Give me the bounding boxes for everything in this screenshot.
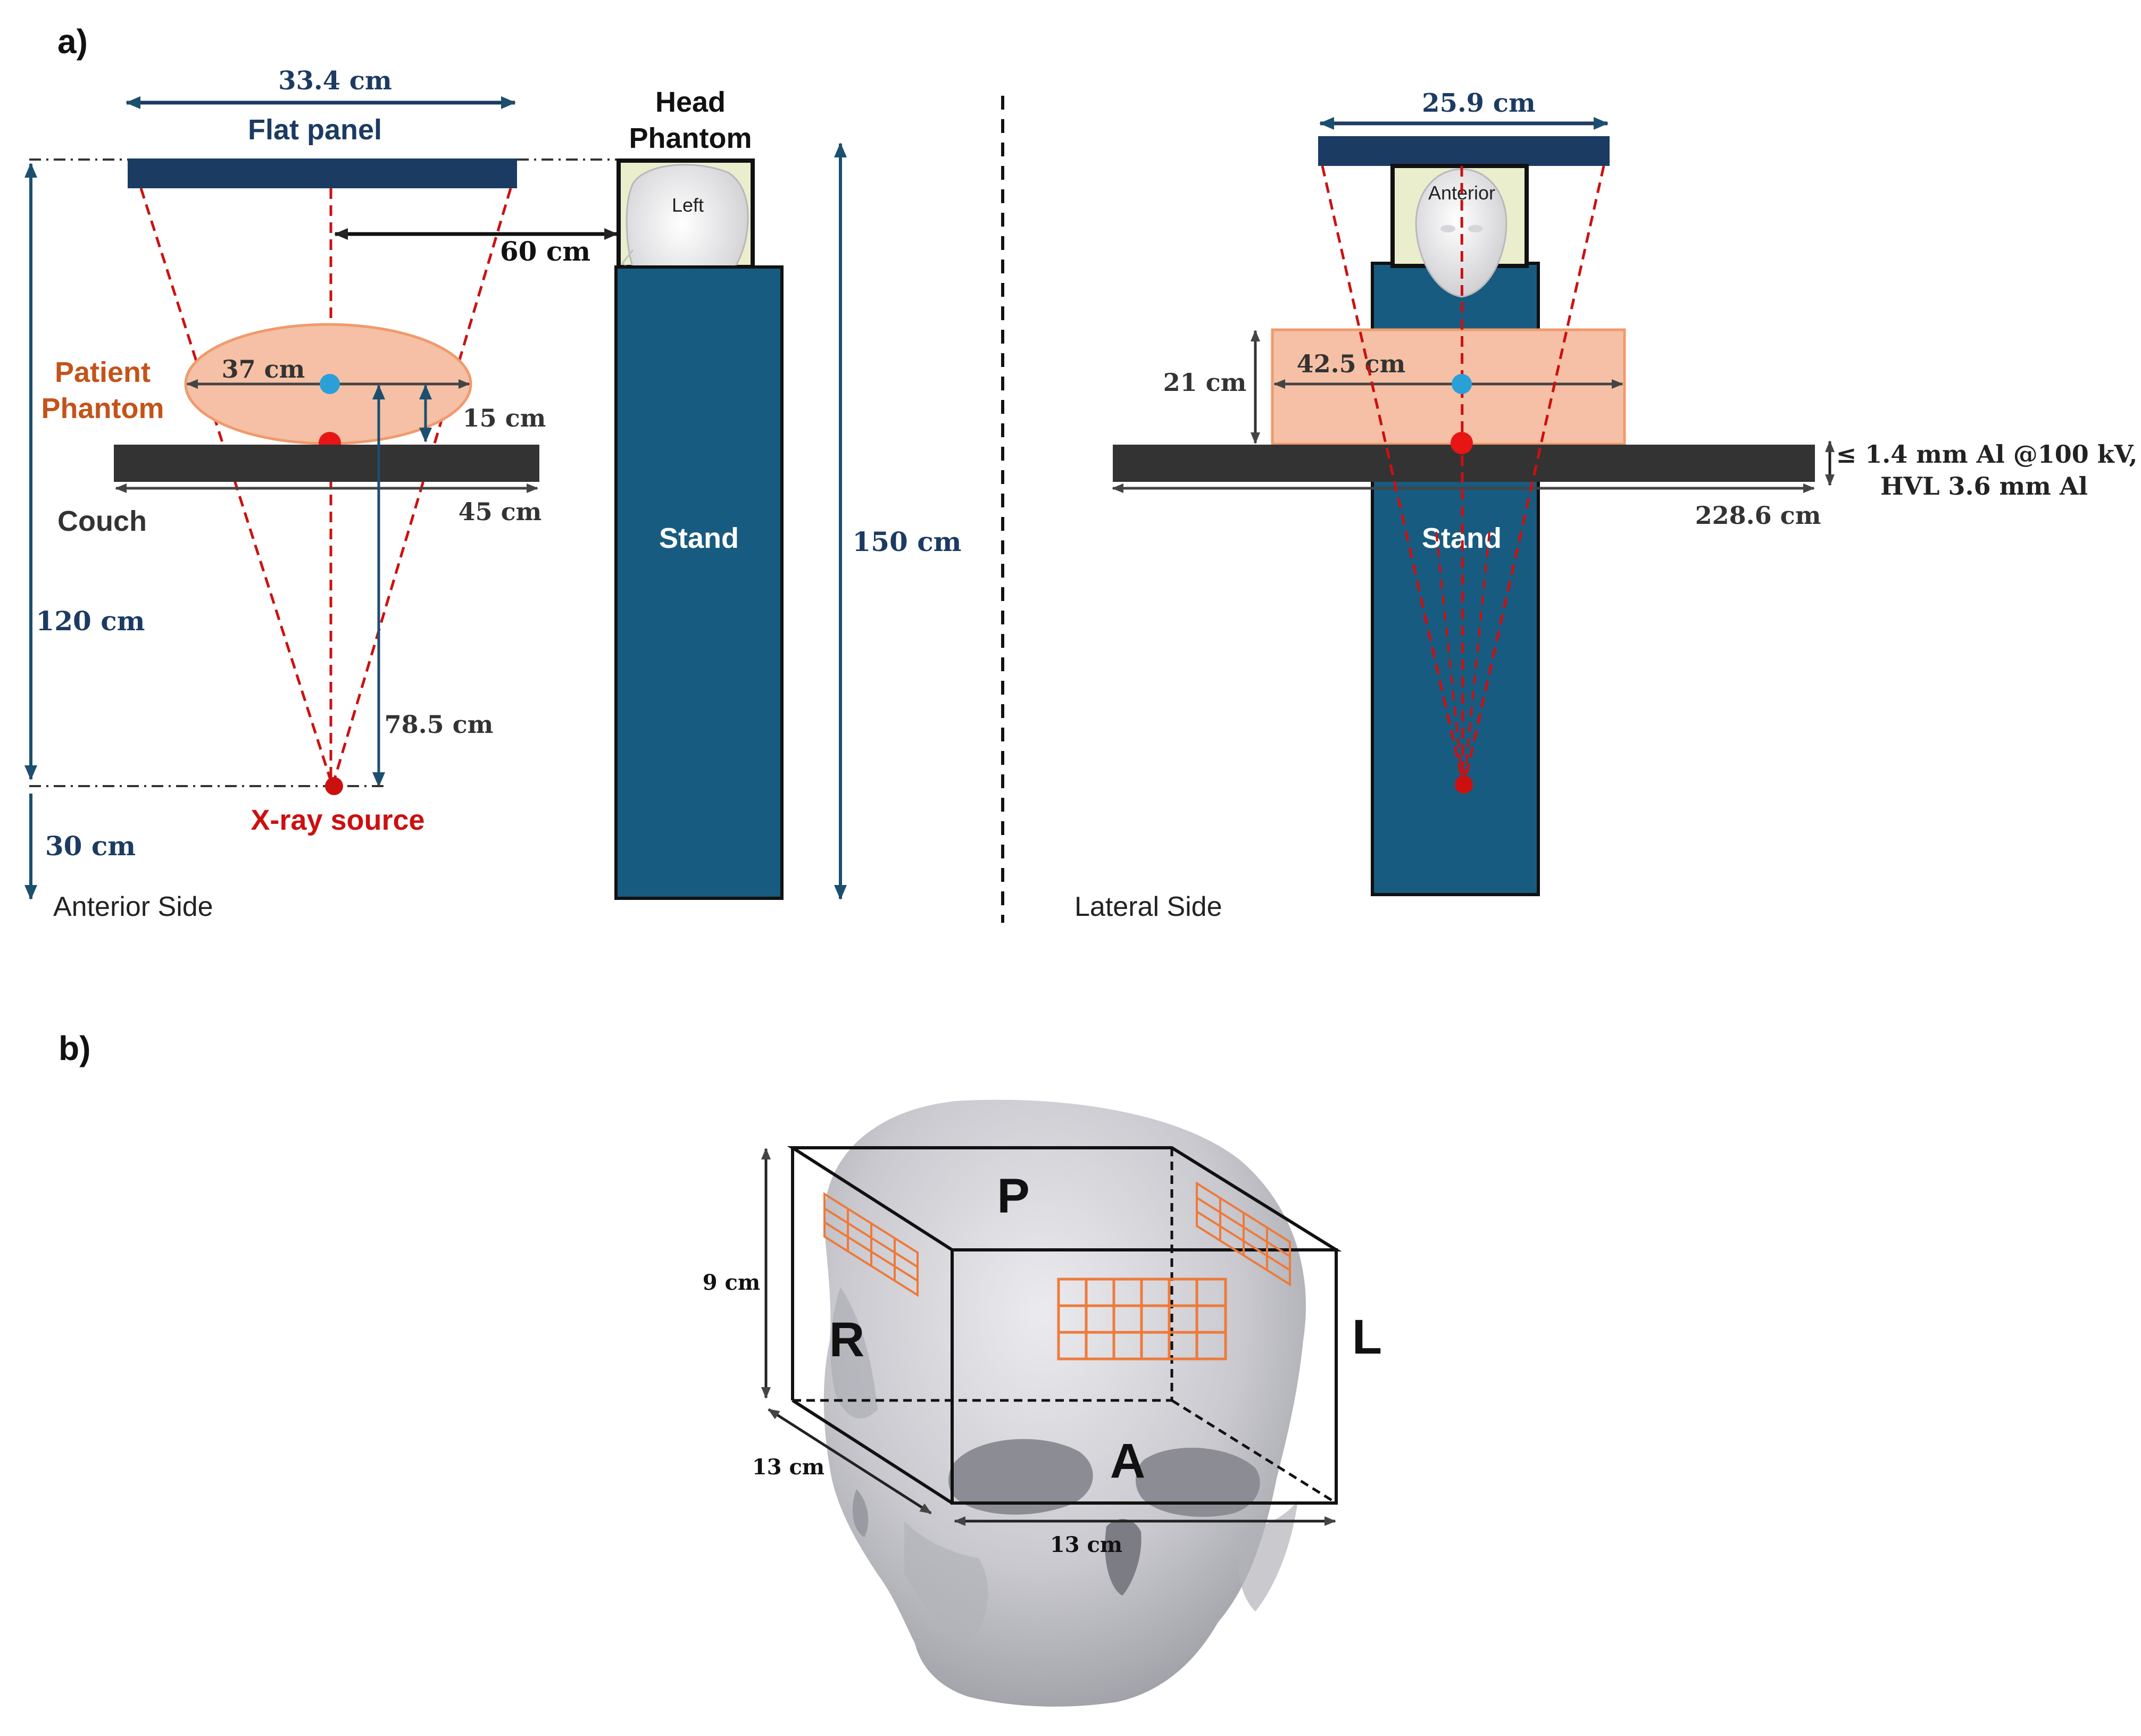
head-phantom-label-1: Head (655, 86, 726, 118)
couch-label: Couch (57, 505, 147, 537)
lat-beam-inner-left (1435, 531, 1464, 787)
phantom-height-text: 15 cm (463, 404, 546, 432)
lat-flat-panel-bar (1318, 136, 1610, 166)
anterior-side-caption: Anterior Side (53, 891, 213, 922)
head-view-left-text: Left (672, 194, 704, 216)
head-front-face (1415, 168, 1507, 298)
lat-xray-source-dot (1455, 775, 1473, 794)
box-width-text: 13 cm (1050, 1532, 1122, 1557)
detector-grid-front (1057, 1278, 1227, 1361)
xray-source-dot (325, 777, 343, 795)
lat-phantom-width-text: 42.5 cm (1297, 349, 1406, 378)
phantom-width-text: 37 cm (222, 355, 305, 383)
stand-anterior (614, 265, 784, 900)
panel-a-label: a) (57, 22, 88, 61)
detector-grid-right (823, 1192, 919, 1297)
face-label-posterior: P (997, 1169, 1029, 1223)
detector-grid-left (1196, 1181, 1291, 1287)
couch-bar (114, 445, 539, 482)
lat-beam-center (1460, 165, 1464, 787)
lat-beam-inner-right (1463, 531, 1490, 787)
head-phantom-label-2: Phantom (629, 122, 752, 154)
lat-couch-length-text: 228.6 cm (1695, 501, 1821, 530)
xray-source-label: X-ray source (251, 804, 424, 836)
stand-height-text: 150 cm (852, 526, 961, 557)
flat-panel-width-text: 33.4 cm (278, 66, 392, 96)
face-label-right: R (829, 1313, 864, 1367)
couch-spec-line-2: HVL 3.6 mm Al (1880, 472, 2088, 500)
patient-phantom-label-2: Phantom (41, 393, 164, 424)
lat-flat-panel-width-text: 25.9 cm (1422, 88, 1536, 118)
couch-spec-line-1: ≤ 1.4 mm Al @100 kV, (1836, 440, 2138, 469)
box-depth-arrow (768, 1408, 932, 1515)
box-depth-text: 13 cm (752, 1455, 824, 1480)
skull-model (823, 1099, 1306, 1707)
lateral-view: 25.9 cm Stand Anterior 42.5 cm 21 cm 228… (1074, 88, 2137, 922)
flat-panel-label: Flat panel (248, 114, 382, 146)
source-to-couch-text: 78.5 cm (385, 710, 494, 739)
couch-width-text: 45 cm (459, 497, 542, 526)
lat-phantom-height-text: 21 cm (1163, 368, 1247, 397)
face-label-anterior: A (1110, 1434, 1145, 1488)
isocenter-dot (320, 374, 340, 394)
sid-text: 120 cm (36, 605, 145, 637)
lat-beam-edge-left (1321, 165, 1465, 787)
face-label-left: L (1352, 1310, 1382, 1364)
stand-anterior-label: Stand (659, 522, 739, 554)
lat-patient-phantom-rect (1271, 328, 1626, 446)
lat-isocenter-dot (1452, 374, 1472, 394)
box-height-text: 9 cm (703, 1270, 760, 1295)
lat-beam-edge-right (1462, 165, 1605, 787)
lateral-side-caption: Lateral Side (1074, 891, 1222, 922)
source-height-text: 30 cm (45, 830, 136, 862)
anterior-view: 33.4 cm Flat panel 60 cm Patient Phantom… (24, 66, 962, 922)
distance-to-head-text: 60 cm (500, 236, 590, 267)
patient-phantom-label-1: Patient (55, 356, 151, 388)
flat-panel-bar (128, 158, 517, 188)
lat-couch-surface-dot (1451, 432, 1473, 454)
panel-b-label: b) (59, 1029, 90, 1067)
